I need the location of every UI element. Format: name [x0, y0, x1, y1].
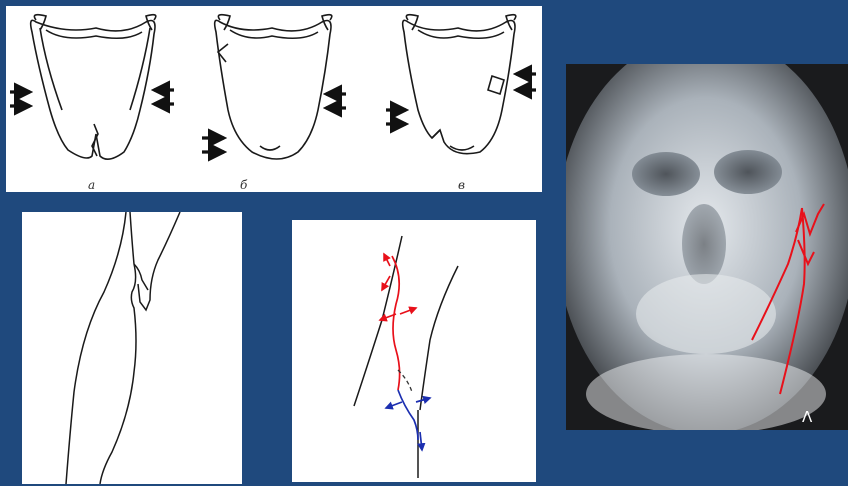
force-arrows [10, 74, 536, 152]
blue-trace [386, 390, 430, 450]
jaw-c [403, 15, 516, 154]
jaw-b [215, 15, 332, 159]
xray-corner-mark: Λ [802, 408, 812, 426]
mandible-fracture-diagram: а б в [6, 6, 542, 192]
caption-c: в [458, 178, 465, 192]
caption-a: а [88, 178, 95, 192]
displacement-sketch [292, 220, 536, 482]
mandible-diagram-drawing [6, 6, 542, 192]
jaw-a [31, 15, 156, 160]
fracture-line-drawing [22, 212, 242, 484]
displacement-drawing [292, 220, 536, 482]
red-trace [380, 254, 416, 390]
fracture-line-sketch [22, 212, 242, 484]
xray-drawing [566, 64, 848, 430]
caption-b: б [240, 178, 247, 192]
xray-image: Λ [566, 64, 848, 430]
